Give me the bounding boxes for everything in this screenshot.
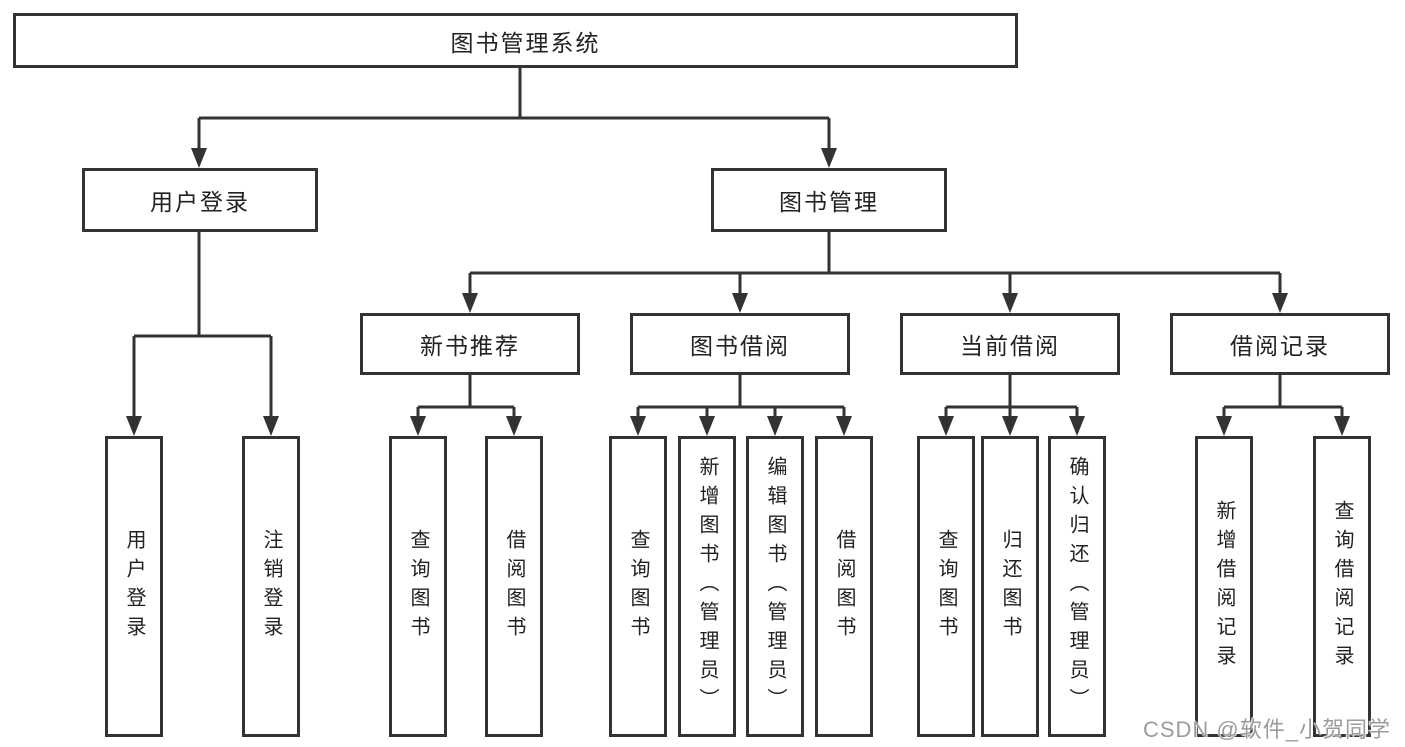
leaf-recommend-borrow-books-label: 借阅图书 (503, 528, 525, 645)
leaf-user-login-label: 用户登录 (123, 528, 145, 645)
arrowhead (732, 293, 748, 313)
leaf-borrowing-add-books-admin-label: 新增图书（管理员） (696, 456, 718, 717)
node-new-book-recommend-label: 新书推荐 (420, 333, 520, 359)
node-book-management-label: 图书管理 (779, 189, 879, 215)
leaf-recommend-borrow-books: 借阅图书 (485, 436, 543, 737)
leaf-current-return-books: 归还图书 (981, 436, 1039, 737)
connector-new-book-recommend-children (416, 375, 516, 418)
leaf-borrowing-edit-books-admin: 编辑图书（管理员） (746, 436, 804, 737)
arrowhead (699, 416, 715, 436)
leaf-current-query-books: 查询图书 (917, 436, 975, 737)
leaf-logout-login-label: 注销登录 (260, 528, 282, 645)
connector-user-login-children (132, 232, 273, 418)
leaf-borrowing-edit-books-admin-label: 编辑图书（管理员） (764, 456, 786, 717)
node-book-borrowing-label: 图书借阅 (690, 333, 790, 359)
connector-root-to-level2 (197, 67, 831, 148)
arrowhead (410, 416, 426, 436)
node-borrowing-records: 借阅记录 (1170, 313, 1390, 375)
node-borrowing-records-label: 借阅记录 (1230, 333, 1330, 359)
arrowhead (1002, 416, 1018, 436)
node-new-book-recommend: 新书推荐 (360, 313, 580, 375)
leaf-records-query-borrow-record-label: 查询借阅记录 (1331, 499, 1353, 674)
arrowhead (630, 416, 646, 436)
node-user-login-label: 用户登录 (150, 189, 250, 215)
arrowhead (1334, 416, 1350, 436)
arrowhead (1002, 293, 1018, 313)
arrowhead (767, 416, 783, 436)
connector-current-borrowing-children (944, 375, 1079, 418)
leaf-recommend-query-books: 查询图书 (389, 436, 447, 737)
leaf-user-login: 用户登录 (105, 436, 163, 737)
leaf-borrowing-add-books-admin: 新增图书（管理员） (678, 436, 736, 737)
node-root-system: 图书管理系统 (13, 13, 1018, 68)
leaf-recommend-query-books-label: 查询图书 (407, 528, 429, 645)
node-book-management: 图书管理 (711, 168, 947, 232)
connector-book-borrowing-children (636, 375, 846, 418)
csdn-watermark: CSDN @软件_小贺同学 (1142, 717, 1391, 742)
node-book-borrowing: 图书借阅 (630, 313, 850, 375)
leaf-records-add-borrow-record: 新增借阅记录 (1195, 436, 1253, 737)
node-user-login: 用户登录 (82, 168, 318, 232)
leaf-current-return-books-label: 归还图书 (999, 528, 1021, 645)
node-root-system-label: 图书管理系统 (450, 29, 601, 56)
arrowhead (263, 416, 279, 436)
leaf-borrowing-borrow-books: 借阅图书 (815, 436, 873, 737)
leaf-records-query-borrow-record: 查询借阅记录 (1313, 436, 1371, 737)
arrowhead (1272, 293, 1288, 313)
arrowhead (821, 148, 837, 168)
arrowhead (191, 148, 207, 168)
arrowhead (506, 416, 522, 436)
connector-borrowing-records-children (1222, 375, 1344, 418)
leaf-current-query-books-label: 查询图书 (935, 528, 957, 645)
leaf-borrowing-query-books: 查询图书 (609, 436, 667, 737)
leaf-current-confirm-return-admin-label: 确认归还（管理员） (1066, 456, 1088, 717)
arrowhead (1216, 416, 1232, 436)
arrowhead (836, 416, 852, 436)
arrowhead (462, 293, 478, 313)
arrowhead (1069, 416, 1085, 436)
arrowhead (126, 416, 142, 436)
leaf-records-add-borrow-record-label: 新增借阅记录 (1213, 499, 1235, 674)
arrowhead (938, 416, 954, 436)
node-current-borrowing-label: 当前借阅 (960, 333, 1060, 359)
leaf-current-confirm-return-admin: 确认归还（管理员） (1048, 436, 1106, 737)
leaf-borrowing-query-books-label: 查询图书 (627, 528, 649, 645)
connector-book-management-children (468, 232, 1282, 295)
node-current-borrowing: 当前借阅 (900, 313, 1120, 375)
leaf-logout-login: 注销登录 (242, 436, 300, 737)
leaf-borrowing-borrow-books-label: 借阅图书 (833, 528, 855, 645)
